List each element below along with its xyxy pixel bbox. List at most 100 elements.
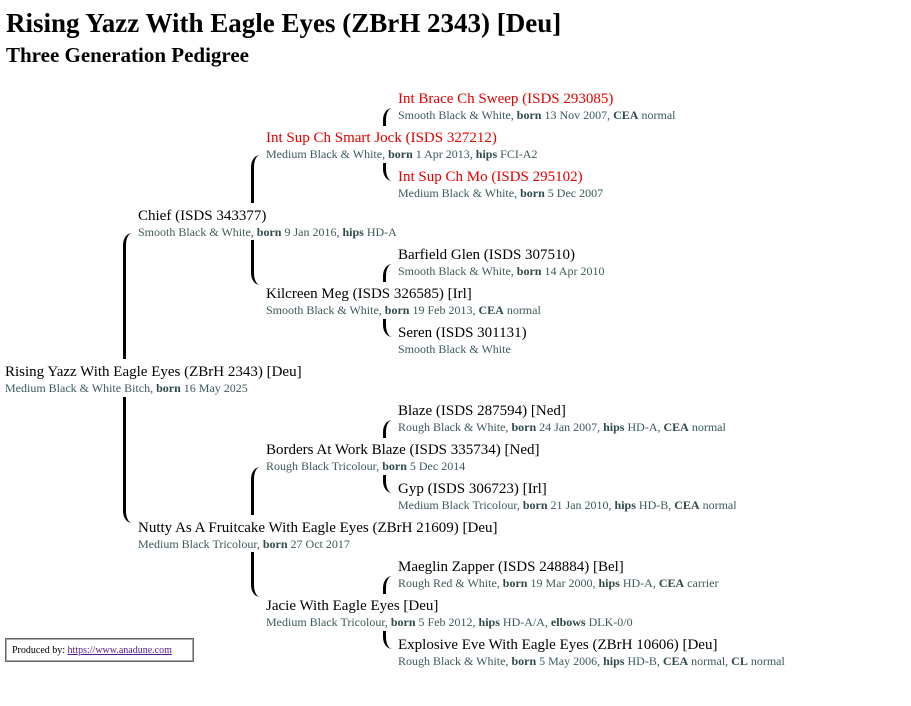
dog-details: Medium Black & White, born 5 Dec 2007 [398,186,603,201]
dog-name: Borders At Work Blaze (ISDS 335734) [Ned… [266,442,540,458]
detail-label: CEA [478,303,504,317]
dog-details: Smooth Black & White, born 19 Feb 2013, … [266,303,541,318]
detail-value: HD-A/A, [499,615,551,629]
detail-label: hips [603,420,625,434]
detail-label: hips [614,498,636,512]
detail-label: born [511,654,537,668]
detail-text: Smooth Black & White [398,342,511,356]
producer-label: Produced by: [12,645,66,656]
dog-dam-dam-dam: Explosive Eve With Eagle Eyes (ZBrH 1060… [398,636,785,669]
dog-sire-sire: Int Sup Ch Smart Jock (ISDS 327212)Mediu… [266,129,537,162]
dog-name: Jacie With Eagle Eyes [Deu] [266,598,439,614]
detail-label: CEA [663,420,689,434]
dog-details: Medium Black Tricolour, born 27 Oct 2017 [138,537,497,552]
connector-dam-sire-dam [383,475,392,493]
detail-text: Medium Black & White Bitch, [5,381,157,395]
page-subtitle: Three Generation Pedigree [6,43,249,67]
detail-label: hips [598,576,620,590]
detail-value: 1 Apr 2013, [412,147,476,161]
detail-value: carrier [684,576,719,590]
detail-value: normal [699,498,737,512]
connector-subject-sire [123,233,132,359]
connector-sire-sire-dam [383,163,392,181]
detail-text: Medium Black Tricolour, [398,498,523,512]
detail-value: 5 May 2006, [536,654,604,668]
detail-value: 5 Feb 2012, [415,615,479,629]
detail-text: Rough Black Tricolour, [266,459,383,473]
dog-subject: Rising Yazz With Eagle Eyes (ZBrH 2343) … [5,363,302,396]
detail-value: 24 Jan 2007, [536,420,604,434]
dog-name: Seren (ISDS 301131) [398,325,527,341]
producer-link[interactable]: https://www.anadune.com [67,645,172,656]
dog-dam-dam: Jacie With Eagle Eyes [Deu]Medium Black … [266,597,633,630]
detail-value: HD-A, [619,576,659,590]
detail-label: born [516,108,542,122]
detail-text: Smooth Black & White, [398,108,517,122]
dog-name: Kilcreen Meg (ISDS 326585) [Irl] [266,286,472,302]
detail-label: hips [475,147,498,161]
dog-details: Rough Black & White, born 24 Jan 2007, h… [398,420,726,435]
dog-sire-sire-sire: Int Brace Ch Sweep (ISDS 293085)Smooth B… [398,90,675,123]
connector-sire-sire [251,155,260,203]
detail-value: 5 Dec 2014 [406,459,466,473]
detail-text: Medium Black & White, [398,186,521,200]
detail-label: CEA [662,654,689,668]
producer-credit: Produced by: https://www.anadune.com [5,638,194,662]
dog-dam-sire-dam: Gyp (ISDS 306723) [Irl]Medium Black Tric… [398,480,737,513]
detail-value: 13 Nov 2007, [541,108,614,122]
detail-value: 5 Dec 2007 [544,186,604,200]
detail-label: born [156,381,181,395]
dog-details: Rough Red & White, born 19 Mar 2000, hip… [398,576,718,591]
page-title: Rising Yazz With Eagle Eyes (ZBrH 2343) … [6,8,562,38]
detail-text: Rough Black & White, [398,420,512,434]
dog-details: Smooth Black & White, born 13 Nov 2007, … [398,108,675,123]
detail-label: CL [731,654,748,668]
dog-name: Nutty As A Fruitcake With Eagle Eyes (ZB… [138,520,498,536]
detail-label: born [511,420,537,434]
detail-label: CEA [613,108,639,122]
detail-label: hips [478,615,500,629]
dog-dam-sire: Borders At Work Blaze (ISDS 335734) [Ned… [266,441,539,474]
dog-sire-dam-dam: Seren (ISDS 301131)Smooth Black & White [398,324,527,357]
detail-value: DLK-0/0 [585,615,633,629]
detail-label: born [516,264,542,278]
detail-text: Smooth Black & White, [138,225,257,239]
dog-name: Blaze (ISDS 287594) [Ned] [398,403,566,419]
detail-value: 19 Mar 2000, [527,576,599,590]
dog-name: Explosive Eve With Eagle Eyes (ZBrH 1060… [398,637,718,653]
dog-details: Smooth Black & White, born 9 Jan 2016, h… [138,225,397,240]
detail-value: 27 Oct 2017 [287,537,350,551]
dog-name: Barfield Glen (ISDS 307510) [398,247,576,263]
detail-label: CEA [674,498,700,512]
detail-value: HD-A, [624,420,664,434]
detail-value: normal [688,420,726,434]
detail-text: Medium Black & White, [266,147,389,161]
detail-value: normal [503,303,541,317]
dog-dam-sire-sire: Blaze (ISDS 287594) [Ned]Rough Black & W… [398,402,726,435]
detail-value: 14 Apr 2010 [541,264,605,278]
dog-sire-sire-dam: Int Sup Ch Mo (ISDS 295102)Medium Black … [398,168,603,201]
connector-sire-dam-sire [383,264,392,282]
detail-label: born [384,303,410,317]
connector-dam-sire-sire [383,420,392,438]
connector-subject-dam [123,397,132,523]
detail-label: born [520,186,545,200]
dog-name: Rising Yazz With Eagle Eyes (ZBrH 2343) … [5,364,302,380]
dog-name: Int Brace Ch Sweep (ISDS 293085) [398,91,614,107]
detail-value: normal [747,654,785,668]
dog-details: Rough Black & White, born 5 May 2006, hi… [398,654,785,669]
dog-dam-dam-sire: Maeglin Zapper (ISDS 248884) [Bel]Rough … [398,558,718,591]
detail-value: HD-A [363,225,397,239]
dog-name: Int Sup Ch Smart Jock (ISDS 327212) [266,130,497,146]
detail-value: normal [638,108,676,122]
connector-dam-dam [251,552,260,597]
detail-label: born [502,576,528,590]
detail-label: born [390,615,416,629]
detail-text: Smooth Black & White, [398,264,517,278]
detail-value: 21 Jan 2010, [547,498,615,512]
connector-sire-dam [251,240,260,285]
detail-label: born [256,225,282,239]
detail-value: normal, [688,654,732,668]
detail-label: CEA [658,576,685,590]
detail-label: elbows [550,615,586,629]
